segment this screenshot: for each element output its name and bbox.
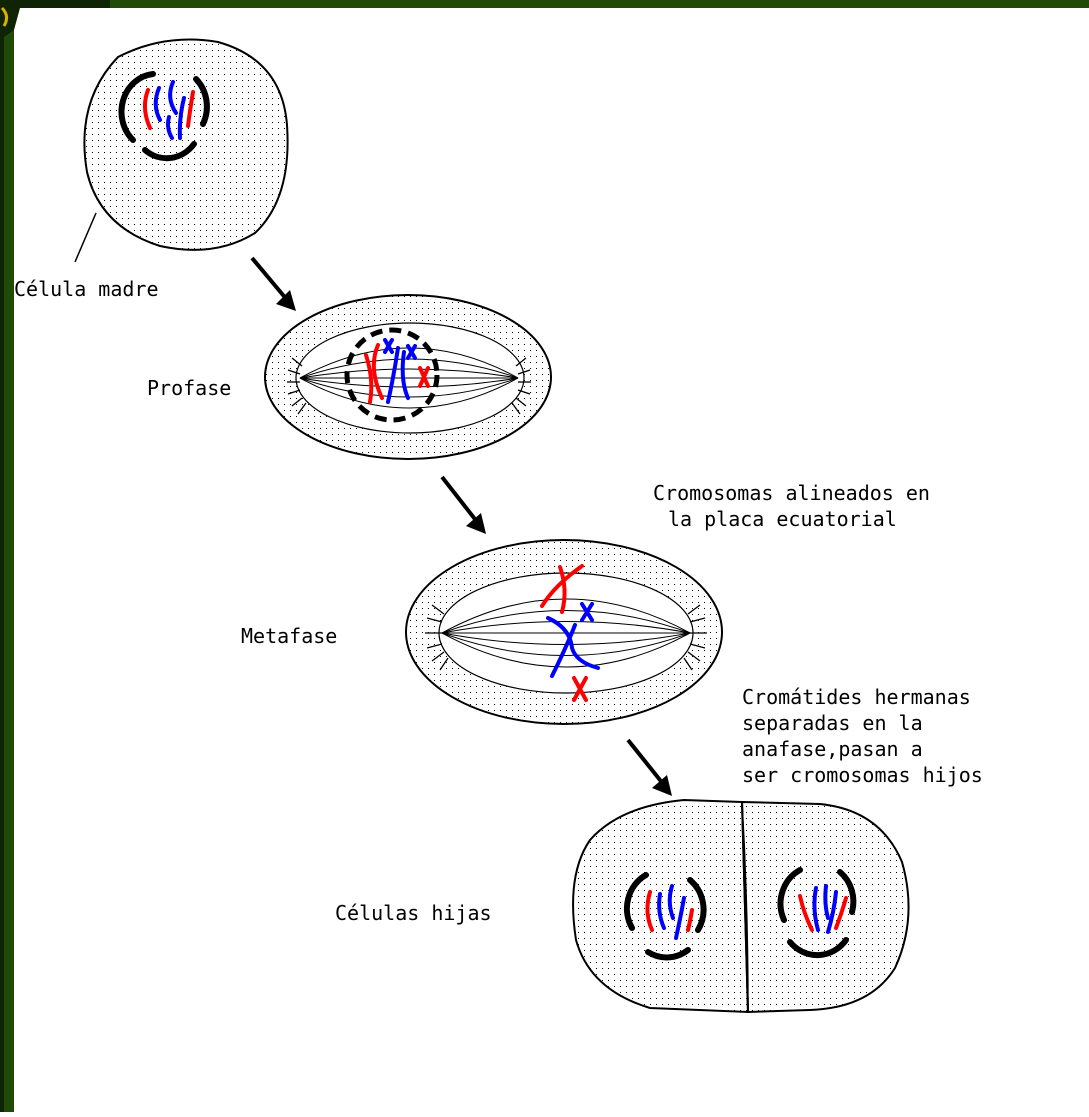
- arrow-to-metaphase: [440, 475, 486, 534]
- chromosome: [186, 90, 195, 128]
- condensed-chromosomes: [364, 338, 430, 404]
- anaphase-note-line: Cromátides hermanas: [742, 685, 971, 709]
- prophase-cell: [264, 294, 552, 460]
- asters: [425, 604, 707, 671]
- asters: [287, 357, 531, 415]
- nucleus: [118, 71, 210, 162]
- anaphase-note-line: anafase,pasan a: [742, 737, 923, 761]
- chromosome: [177, 96, 186, 140]
- nuclear-envelope: [344, 327, 440, 423]
- chromosome: [168, 80, 178, 115]
- chromosome: [143, 88, 152, 130]
- prophase-label: Profase: [147, 376, 232, 400]
- arrow-to-prophase: [250, 256, 296, 311]
- mother-cell: [74, 38, 289, 263]
- aligned-chromosomes: [540, 564, 600, 702]
- daughter-nucleus-right: [777, 867, 857, 959]
- daughter-nucleus-left: [623, 872, 707, 961]
- metaphase-note-line: la placa ecuatorial: [668, 507, 897, 531]
- chromosome: [166, 115, 174, 140]
- metaphase-label: Metafase: [241, 624, 338, 648]
- daughter-cells: [572, 798, 910, 1014]
- metaphase-note-line: Cromosomas alineados en: [653, 481, 930, 505]
- mother-cell-label: Célula madre: [14, 277, 159, 301]
- daughter-cells-label: Células hijas: [335, 901, 492, 925]
- metaphase-cell: [405, 539, 723, 725]
- arrow-to-daughter-cells: [626, 738, 672, 796]
- anaphase-note-line: separadas en la: [742, 711, 923, 735]
- corner-ornament: [0, 0, 110, 40]
- cleavage-line: [741, 801, 749, 1013]
- top-bar: [0, 0, 1089, 8]
- anaphase-note-line: ser cromosomas hijos: [742, 763, 983, 787]
- chromosome: [153, 86, 162, 122]
- label-leader-line: [74, 212, 97, 263]
- cell-membrane: [83, 38, 289, 251]
